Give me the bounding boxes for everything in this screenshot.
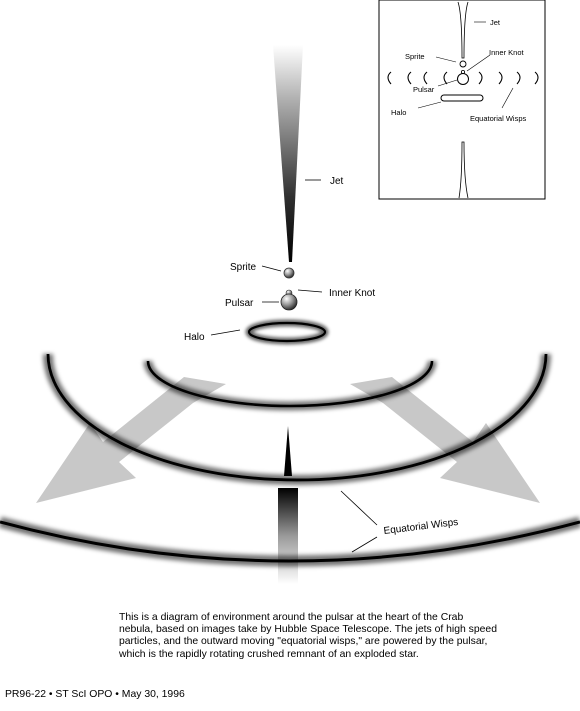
left-outward-arrow [36,377,226,503]
wisps-leader-upper [340,490,378,526]
inset-wisps [387,71,539,85]
inset-label-equatorial-wisps: Equatorial Wisps [470,114,527,123]
upper-jet [273,45,303,262]
inset-label-sprite: Sprite [405,52,425,61]
right-outward-arrow [350,377,540,503]
label-pulsar: Pulsar [225,298,254,309]
outer-wisp [0,516,580,567]
halo-leader [210,329,241,336]
inner-wisp [143,360,437,411]
wisps-leader-lower [351,536,378,553]
inset-sprite [459,60,467,68]
label-equatorial-wisps: Equatorial Wisps [383,517,459,537]
inset-label-inner-knot: Inner Knot [489,48,525,57]
lower-jet [284,426,292,476]
inset-diagram: Jet Sprite Inner Knot Pulsar Halo Equato… [378,0,546,200]
credit-line: PR96-22 • ST ScI OPO • May 30, 1996 [5,689,185,700]
pulsar [280,293,298,311]
inset-leader-lines [417,21,514,109]
sprite-leader [261,265,282,272]
halo [245,319,329,345]
inset-pulsar [457,73,469,85]
middle-wisp [43,353,551,485]
label-sprite: Sprite [230,262,257,273]
inner-knot-leader [297,289,323,293]
label-inner-knot: Inner Knot [329,288,375,299]
equatorial-wisps [0,353,580,567]
diagram-caption: This is a diagram of environment around … [119,612,497,660]
inset-upper-jet [457,1,469,59]
label-halo: Halo [184,332,205,343]
inset-label-pulsar: Pulsar [413,85,435,94]
label-jet: Jet [330,176,344,187]
main-leader-lines [210,179,378,553]
inset-label-jet: Jet [490,18,501,27]
wisp-motion-arrows [36,377,540,503]
inset-label-halo: Halo [391,108,406,117]
lower-jet-glow [278,488,298,584]
inset-halo [440,94,484,102]
sprite [283,267,295,279]
inset-labels: Jet Sprite Inner Knot Pulsar Halo Equato… [391,18,527,123]
inset-lower-jet [458,141,469,199]
